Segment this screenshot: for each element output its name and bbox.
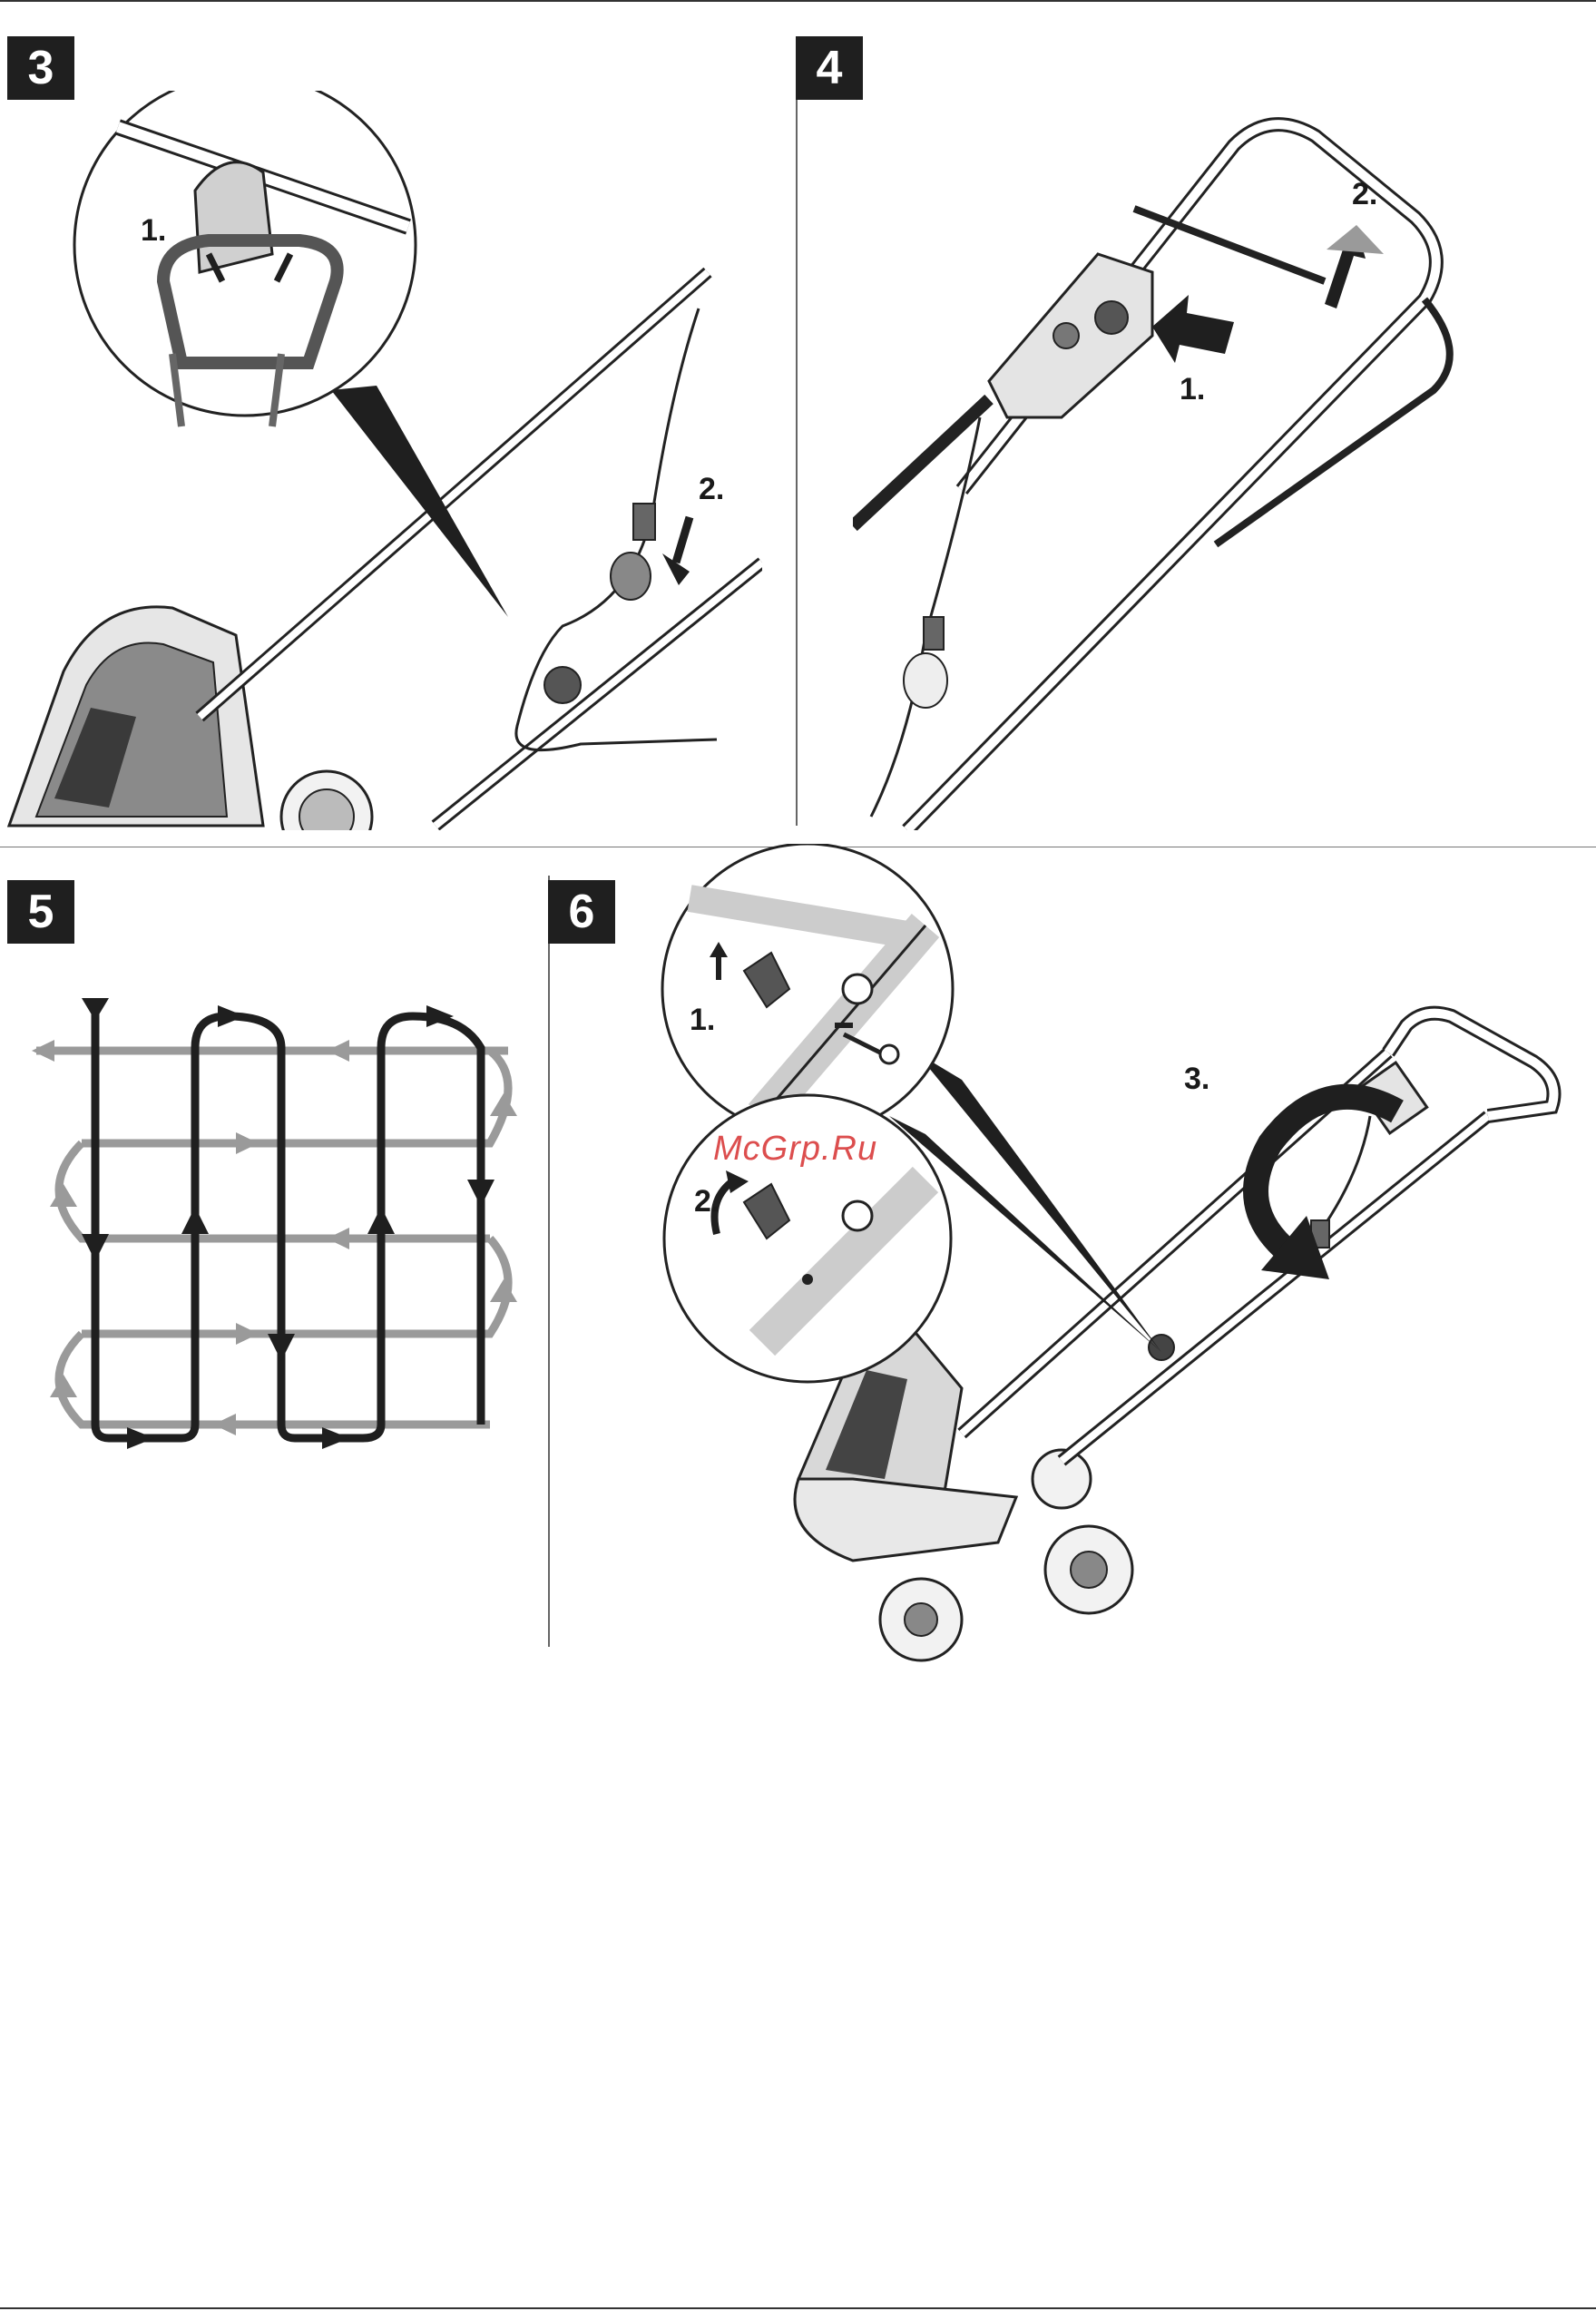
- step-6-illustration: 1. 2. 3.: [581, 844, 1588, 1679]
- step-3-callout-2: 2.: [699, 472, 724, 506]
- step-3-callout-1: 1.: [141, 213, 166, 248]
- handle-fold-drawing: 1. 2. 3.: [581, 844, 1588, 1679]
- divider-bottom: [548, 876, 550, 1647]
- watermark-text: McGrp.Ru: [713, 1130, 877, 1169]
- top-rule: [0, 0, 1596, 2]
- step-4-callout-1: 1.: [1180, 372, 1205, 406]
- step-6-callout-2: 2.: [694, 1184, 720, 1219]
- divider-top: [796, 36, 798, 826]
- step-4-callout-2: 2.: [1352, 177, 1377, 211]
- step-5-badge: 5: [7, 880, 74, 944]
- step-5-pattern-diagram: [18, 980, 535, 1470]
- tilling-path-pattern: [18, 980, 535, 1470]
- step-4-illustration: 1. 2.: [853, 91, 1592, 830]
- step-6-callout-3: 3.: [1184, 1062, 1209, 1096]
- step-3-illustration: 1. 2.: [0, 91, 762, 830]
- step-6-callout-1: 1.: [690, 1003, 715, 1037]
- handle-adjust-drawing: 1. 2.: [853, 91, 1592, 830]
- bottom-rule: [0, 2307, 1596, 2309]
- tiller-handle-cable-drawing: 1. 2.: [0, 91, 762, 830]
